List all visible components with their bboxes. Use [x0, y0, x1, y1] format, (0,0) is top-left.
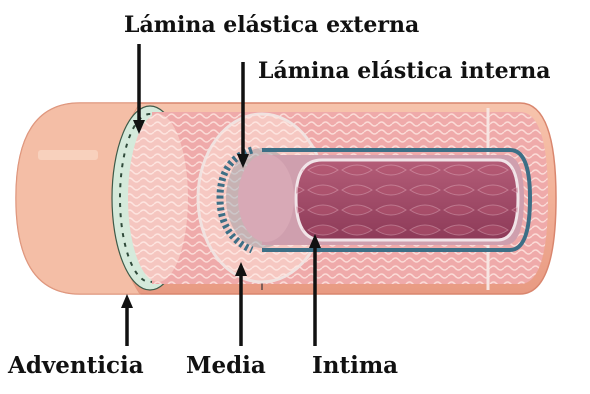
lumen [296, 160, 518, 240]
label-intima: Intima [312, 354, 398, 377]
label-adventitia: Adventicia [8, 354, 144, 377]
arrow-media [235, 262, 247, 346]
arrow-external-lamina [133, 44, 145, 134]
label-media: Media [186, 354, 266, 377]
arrow-adventitia [121, 294, 133, 346]
label-external-elastic-lamina: Lámina elástica externa [124, 14, 419, 36]
label-internal-elastic-lamina: Lámina elástica interna [258, 60, 550, 82]
